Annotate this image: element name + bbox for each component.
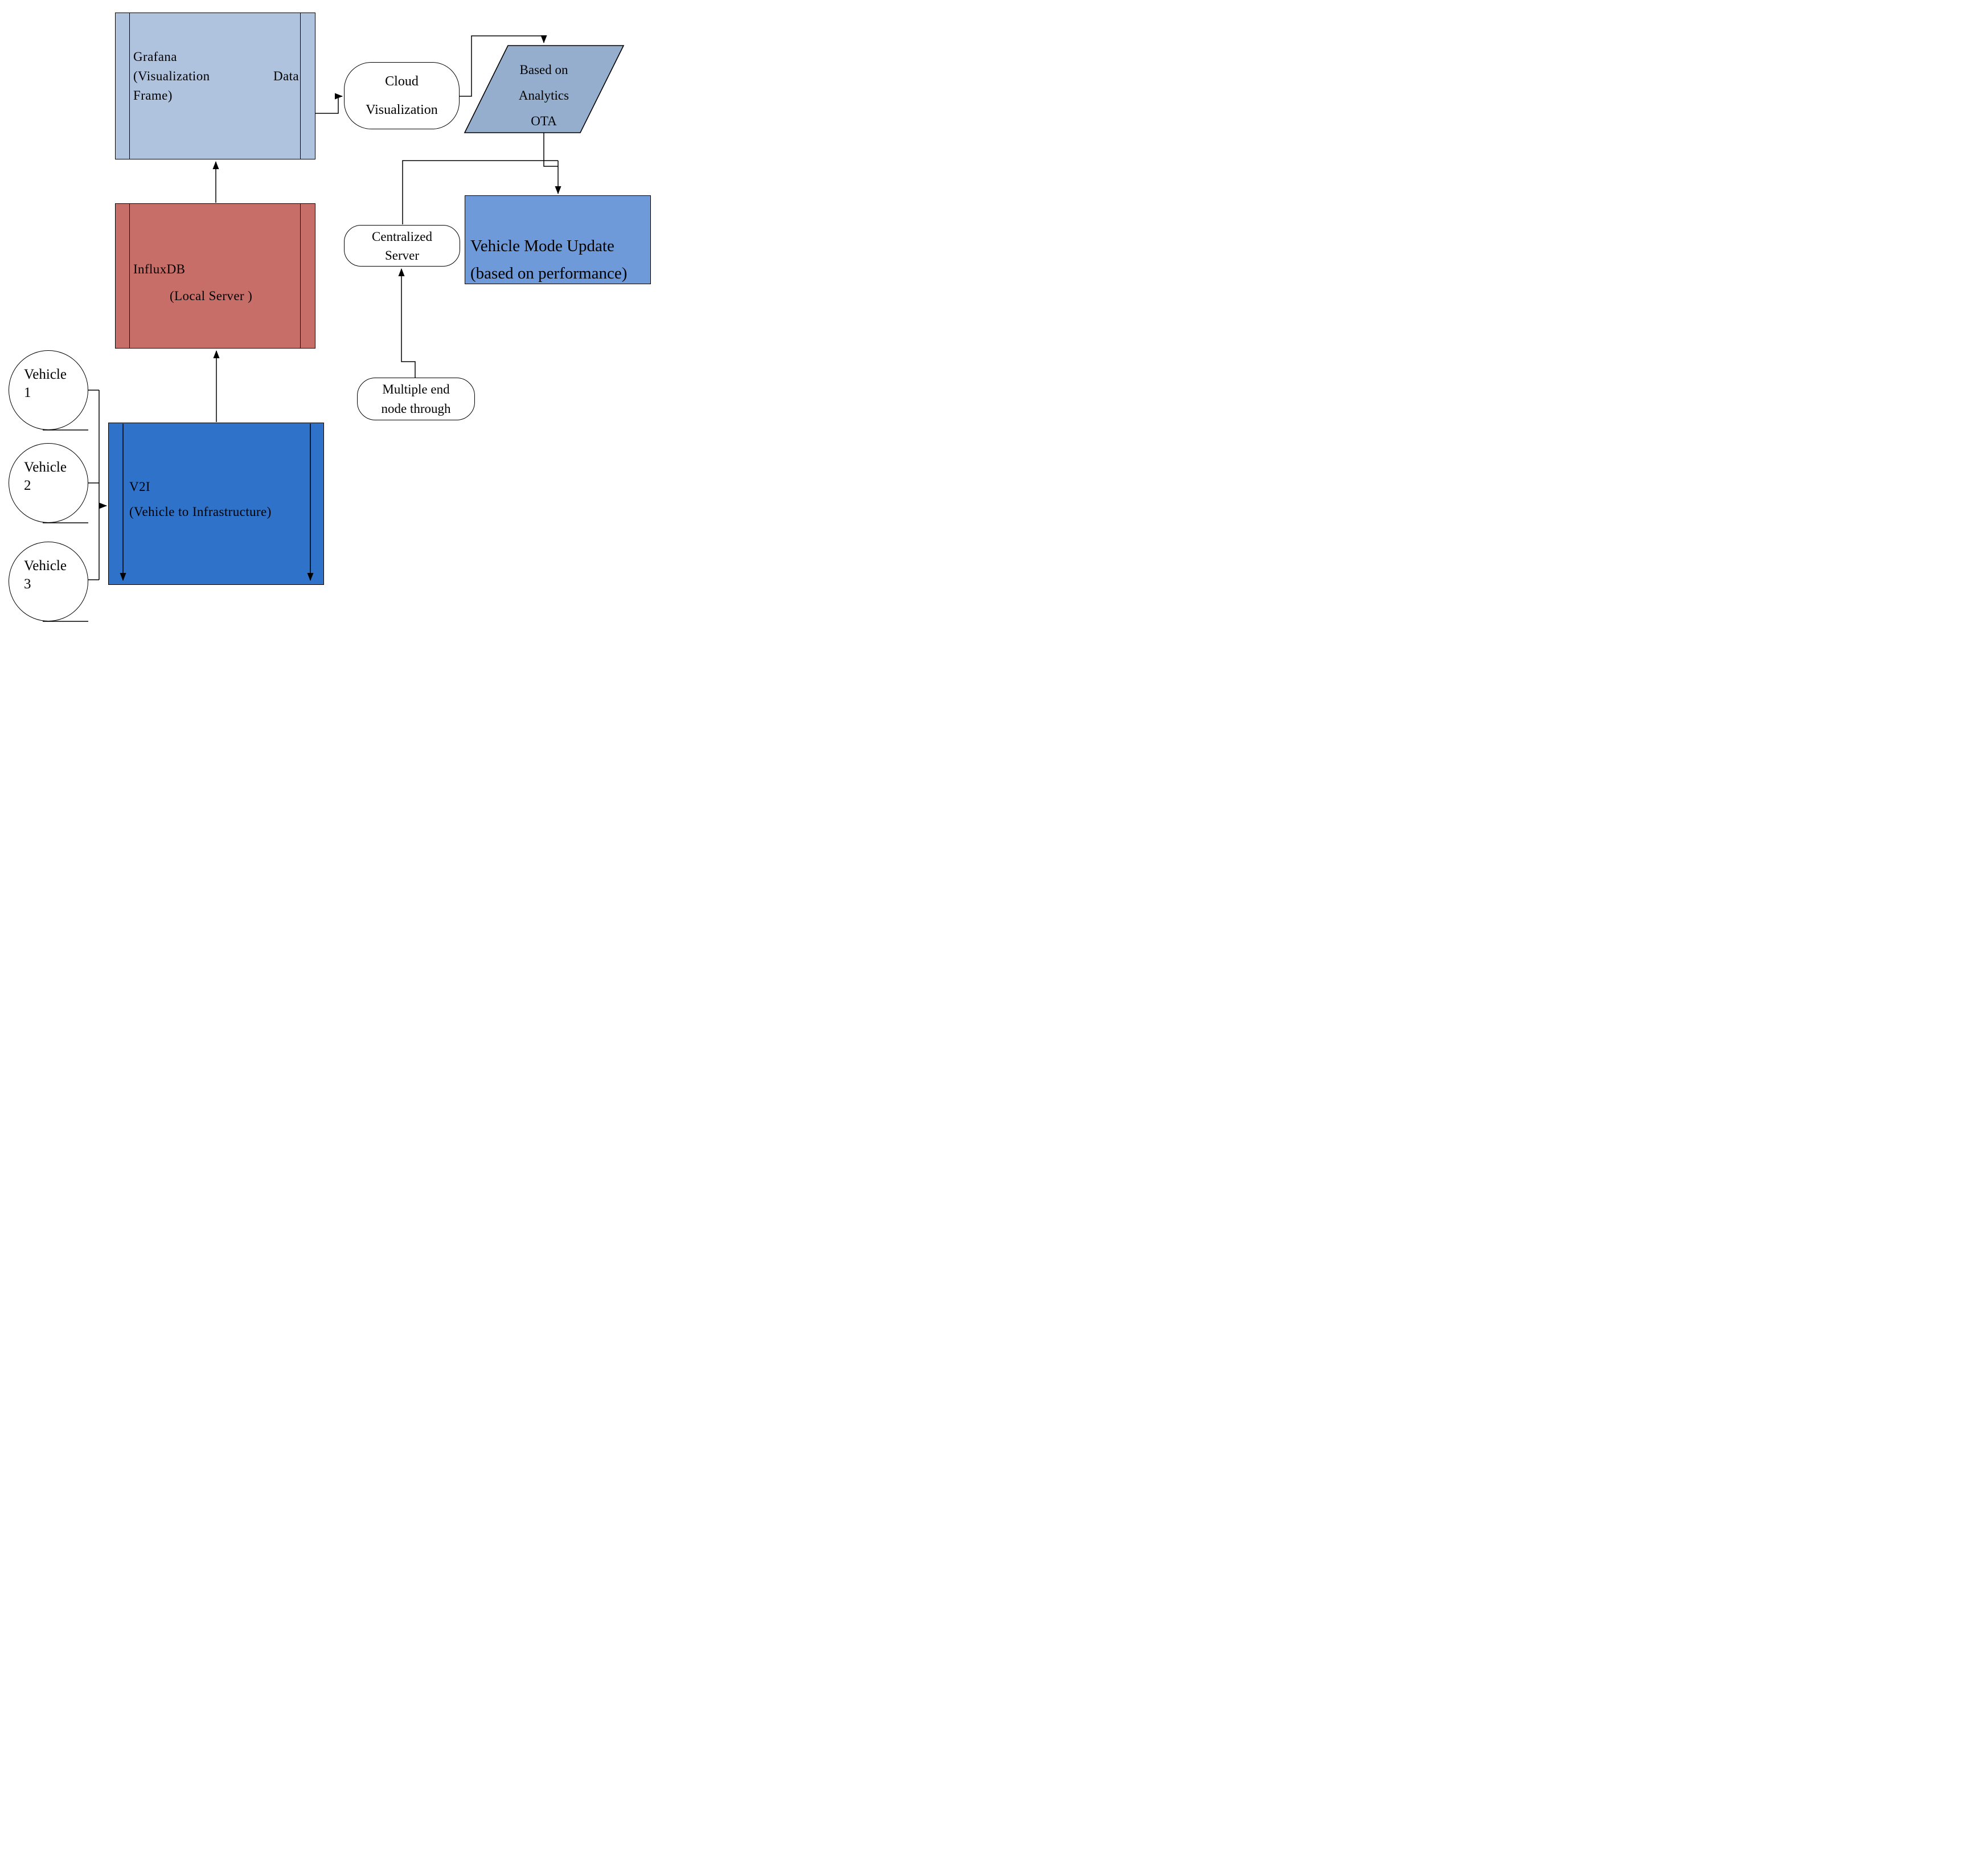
vehicle-1-label-line2: 1 — [24, 385, 31, 400]
vehicle-mode-update-label: Vehicle Mode Update (based on performanc… — [470, 232, 627, 287]
vehicle-3-label: Vehicle 3 — [24, 557, 67, 593]
v2i-label-line2: (Vehicle to Infrastructure) — [129, 505, 272, 519]
multiple-label-line2: node through — [381, 401, 451, 416]
influxdb-inner-line-right — [300, 204, 301, 348]
influxdb-label-line2: (Local Server ) — [170, 289, 253, 303]
analytics-label-line1: Based on — [519, 63, 568, 77]
flowchart-canvas: Grafana (Visualization Data Frame) Influ… — [0, 0, 658, 625]
vehicle-mode-update-node: Vehicle Mode Update (based on performanc… — [465, 195, 651, 284]
vehicle-3-label-line1: Vehicle — [24, 558, 67, 574]
analytics-label-line3: OTA — [531, 114, 557, 128]
grafana-inner-line-left — [129, 13, 130, 159]
influxdb-label: InfluxDB (Local Server ) — [133, 256, 252, 309]
analytics-label-line2: Analytics — [518, 88, 569, 103]
v2i-node: V2I (Vehicle to Infrastructure) — [108, 423, 324, 585]
vehicle-1-label: Vehicle 1 — [24, 366, 67, 402]
grafana-label: Grafana (Visualization Data Frame) — [133, 47, 299, 105]
multiple-end-node: Multiple end node through — [357, 378, 475, 420]
vehicle-1-node: Vehicle 1 — [9, 350, 88, 430]
influxdb-node: InfluxDB (Local Server ) — [115, 203, 315, 349]
vehicle-2-node: Vehicle 2 — [9, 443, 88, 523]
grafana-label-line2: (Visualization Data — [133, 67, 299, 86]
cloud-label-line2: Visualization — [366, 103, 438, 117]
vehicle-2-label-line2: 2 — [24, 478, 31, 493]
grafana-node: Grafana (Visualization Data Frame) — [115, 13, 315, 159]
influxdb-inner-line-left — [129, 204, 130, 348]
v2i-label-line1: V2I — [129, 480, 150, 494]
grafana-label-line3: Frame) — [133, 88, 173, 103]
cloud-visualization-node: Cloud Visualization — [344, 62, 460, 129]
grafana-label-line1: Grafana — [133, 50, 177, 64]
multiple-label-line1: Multiple end — [382, 382, 450, 396]
vehicle-2-label-line1: Vehicle — [24, 460, 67, 475]
vehicle-1-label-line1: Vehicle — [24, 367, 67, 382]
grafana-inner-line-right — [300, 13, 301, 159]
cloud-label-line1: Cloud — [385, 74, 419, 89]
centralized-label-line2: Server — [384, 248, 420, 263]
vmu-label-line2: (based on performance) — [470, 264, 628, 282]
grafana-label-line2-left: (Visualization — [133, 69, 210, 83]
v2i-label: V2I (Vehicle to Infrastructure) — [129, 474, 272, 525]
vehicle-2-label: Vehicle 2 — [24, 458, 67, 495]
vehicle-3-node: Vehicle 3 — [9, 542, 88, 621]
influxdb-label-line1: InfluxDB — [133, 262, 186, 276]
vehicle-3-label-line2: 3 — [24, 576, 31, 592]
vmu-label-line1: Vehicle Mode Update — [470, 237, 614, 255]
centralized-server-node: Centralized Server — [344, 225, 460, 267]
centralized-label-line1: Centralized — [371, 229, 432, 244]
analytics-label: Based on Analytics OTA — [491, 57, 597, 134]
grafana-label-line2-right: Data — [273, 69, 299, 83]
